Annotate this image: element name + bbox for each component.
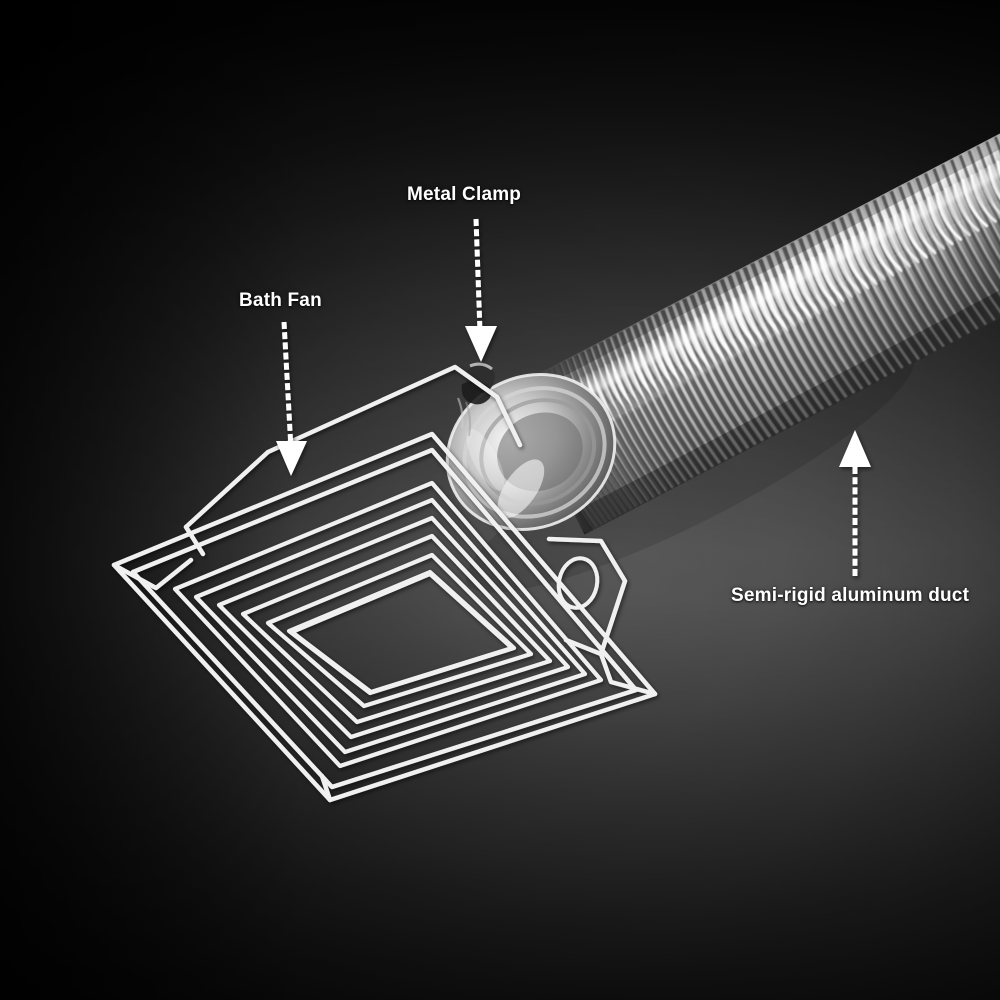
fan-center-opening [289, 571, 515, 695]
fan-housing-top-left-edge [183, 364, 500, 530]
fan-grille-ring-2 [193, 497, 588, 755]
fan-mount-bracket [546, 536, 628, 657]
bath-fan-wireframe [111, 364, 658, 803]
fan-housing-right-drop [494, 394, 523, 448]
fan-corner-bevel-right [598, 651, 658, 697]
label-metal-clamp: Metal Clamp [407, 184, 522, 205]
label-semi-rigid-aluminum-duct: Semi-rigid aluminum duct [731, 585, 970, 606]
duct-tube [508, 102, 1000, 535]
fan-housing-left-drop [183, 524, 206, 557]
annotation-arrows [276, 218, 871, 576]
fan-corner-bevel-left [111, 557, 194, 591]
fan-grille-ring-3 [216, 515, 571, 740]
fan-bracket-hole [556, 556, 600, 610]
fan-grille-ring-4 [240, 533, 553, 725]
fan-grille-ring-1 [172, 480, 604, 769]
metal-clamp-arrow [465, 218, 497, 362]
bath-fan-arrow [276, 321, 307, 476]
duct-arrow [839, 430, 871, 576]
semi-rigid-aluminum-duct [445, 102, 1000, 593]
fan-grille-ring-5 [265, 552, 534, 709]
fan-corner-bevel-bottom [319, 773, 333, 803]
label-bath-fan: Bath Fan [239, 290, 322, 311]
metal-clamp [456, 362, 495, 437]
duct-end-opening [445, 373, 617, 531]
